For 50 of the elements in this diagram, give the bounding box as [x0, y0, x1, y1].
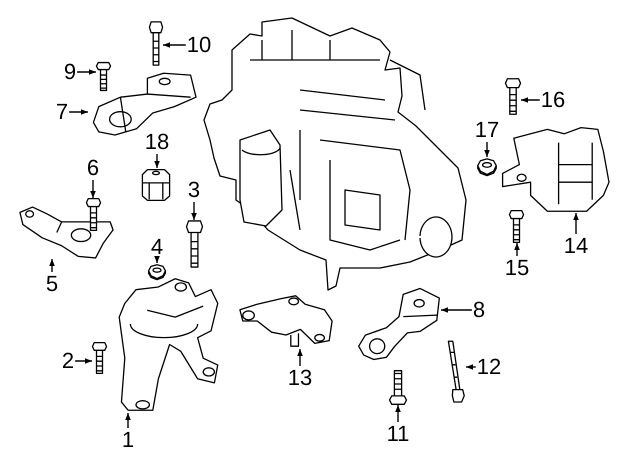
callout-number: 1 [122, 429, 134, 451]
bolt-drawing [86, 198, 101, 231]
leader-line [75, 358, 92, 364]
leader-line [466, 364, 476, 370]
callout-number: 13 [288, 367, 312, 389]
callout-number: 16 [540, 89, 566, 111]
callout-number: 2 [62, 350, 74, 372]
callout-number: 9 [64, 61, 76, 83]
leader-line [395, 405, 401, 422]
leader-line [90, 180, 96, 198]
leader-line [191, 202, 197, 220]
bushing-drawing [139, 168, 173, 201]
callout-number: 7 [56, 101, 68, 123]
callout-number: 12 [476, 356, 502, 378]
leader-line [154, 256, 160, 263]
leader-line [69, 109, 88, 115]
callout-number: 3 [188, 179, 200, 201]
callout-number: 17 [474, 119, 500, 141]
callout-number: 18 [144, 131, 170, 153]
callout-number: 6 [86, 157, 100, 179]
mount-drawing [357, 287, 441, 361]
callout-number: 10 [186, 34, 212, 56]
leader-line [49, 259, 55, 272]
leader-line [154, 154, 160, 168]
leader-line [573, 213, 579, 234]
leader-line [77, 69, 96, 75]
bolt-drawing [92, 342, 107, 374]
nut-drawing [476, 157, 498, 176]
bolt-drawing [389, 370, 407, 405]
bolt-drawing [149, 21, 163, 66]
leader-line [484, 142, 490, 157]
leader-line [163, 42, 186, 48]
leader-line [441, 307, 472, 313]
callout-number: 14 [564, 235, 588, 257]
leader-line [514, 243, 520, 256]
bolt-drawing [505, 78, 521, 115]
leader-line [125, 413, 131, 428]
nut-drawing [147, 263, 167, 280]
callout-number: 8 [472, 299, 486, 321]
leader-line [297, 349, 303, 366]
leader-line [521, 97, 540, 103]
callout-number: 4 [150, 236, 164, 258]
bolt-drawing [186, 220, 203, 268]
bracket-drawing [238, 293, 334, 349]
bolt-drawing [96, 62, 111, 91]
callout-number: 15 [504, 257, 530, 279]
bolt-drawing [509, 210, 524, 243]
callout-number: 5 [46, 273, 58, 295]
bracket-drawing [18, 206, 115, 259]
callout-number: 11 [386, 423, 410, 445]
